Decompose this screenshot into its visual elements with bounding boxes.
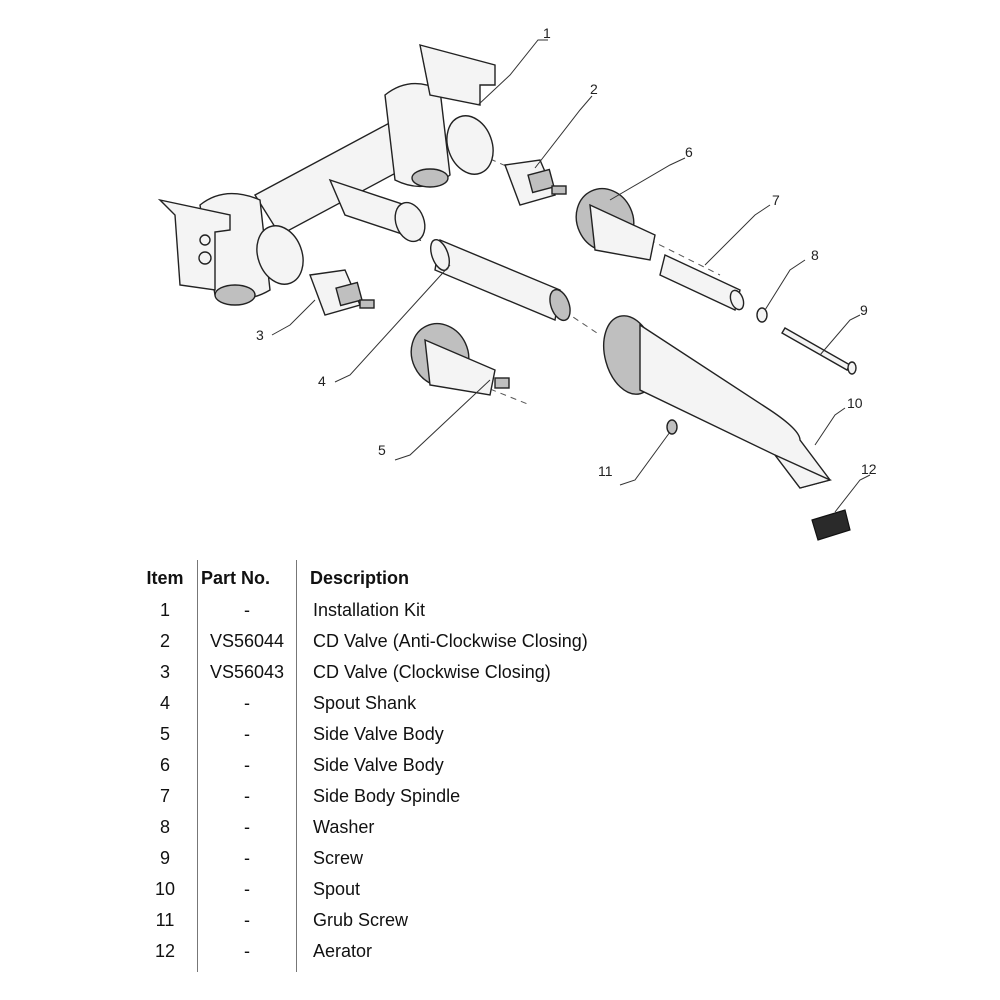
cell-part-no: - [244,755,250,775]
table-row: 12 - Aerator [135,935,655,966]
callout-9: 9 [860,302,868,318]
callout-6: 6 [685,144,693,160]
washer-part [756,307,768,323]
callout-1: 1 [543,25,551,41]
table-row: 3 VS56043 CD Valve (Clockwise Closing) [135,656,655,687]
callout-5: 5 [378,442,386,458]
installation-kit-part [157,44,496,306]
cell-description: Side Valve Body [313,724,444,744]
side-body-spindle-part [659,254,745,311]
leader-line-10 [814,407,846,446]
exploded-view-diagram: 1 2 3 4 5 6 7 8 9 10 11 12 [157,25,877,541]
aerator-part [811,509,851,541]
cell-description: CD Valve (Clockwise Closing) [313,662,551,682]
cell-description: CD Valve (Anti-Clockwise Closing) [313,631,588,651]
cell-description: Grub Screw [313,910,409,930]
table-row: 2 VS56044 CD Valve (Anti-Clockwise Closi… [135,625,655,656]
cell-part-no: - [244,786,250,806]
grub-screw-part [666,419,678,435]
cell-description: Spout [313,879,361,899]
callout-11: 11 [598,463,613,479]
cell-part-no: VS56043 [209,662,285,682]
leader-line-3 [271,299,316,336]
cell-part-no: - [244,848,250,868]
cell-description: Side Valve Body [313,755,444,775]
callout-10: 10 [847,395,863,411]
cell-description: Side Body Spindle [313,786,461,806]
cell-item: 1 [159,600,170,620]
cell-part-no: - [244,600,250,620]
cell-part-no: - [244,693,250,713]
column-divider [296,560,297,972]
table-row: 11 - Grub Screw [135,904,655,935]
callout-8: 8 [811,247,819,263]
cell-item: 11 [155,910,175,930]
side-valve-body-upper-part [575,187,656,261]
table-row: 8 - Washer [135,811,655,842]
table-row: 5 - Side Valve Body [135,718,655,749]
cell-item: 9 [159,848,170,868]
table-header-row: Item Part No. Description [135,560,655,594]
cell-part-no: - [244,910,250,930]
cell-part-no: - [244,817,250,837]
leader-line-8 [764,259,806,311]
cell-description: Aerator [313,941,373,961]
header-description: Description [310,568,410,588]
table-row: 1 - Installation Kit [135,594,655,625]
cell-item: 8 [159,817,170,837]
callout-2: 2 [590,81,598,97]
cell-part-no: VS56044 [209,631,285,651]
cell-item: 4 [159,693,170,713]
cd-valve-clockwise-part [309,269,375,316]
parts-table: Item Part No. Description 1 - Installati… [135,560,655,972]
leader-line-11 [619,431,671,486]
cell-description: Washer [313,817,375,837]
cell-part-no: - [244,879,250,899]
cell-description: Spout Shank [313,693,417,713]
cell-item: 12 [154,941,176,961]
table-row: 4 - Spout Shank [135,687,655,718]
spout-part [603,315,833,489]
leader-line-2 [534,95,593,169]
leader-line-4 [334,264,451,383]
header-part-no: Part No. [201,568,271,588]
spout-shank-part [430,239,571,322]
callout-7: 7 [772,192,780,208]
cell-item: 10 [154,879,176,899]
cell-part-no: - [244,941,250,961]
column-divider [197,560,198,972]
cd-valve-anticlockwise-part [504,159,567,206]
leader-line-9 [819,314,861,356]
table-row: 7 - Side Body Spindle [135,780,655,811]
leader-line-5 [394,379,491,461]
cell-description: Installation Kit [313,600,426,620]
screw-part [781,327,857,375]
cell-item: 7 [159,786,170,806]
table-row: 9 - Screw [135,842,655,873]
cell-item: 3 [159,662,170,682]
callout-4: 4 [318,373,326,389]
cell-description: Screw [313,848,364,868]
leader-line-7 [704,204,771,266]
callout-12: 12 [861,461,877,477]
cell-item: 2 [159,631,170,651]
cell-item: 6 [159,755,170,775]
side-valve-body-lower-part [410,322,510,396]
header-item: Item [146,568,184,588]
callout-3: 3 [256,327,264,343]
table-row: 6 - Side Valve Body [135,749,655,780]
leader-line-6 [609,157,686,201]
cell-part-no: - [244,724,250,744]
cell-item: 5 [159,724,170,744]
table-row: 10 - Spout [135,873,655,904]
leader-line-12 [834,474,871,513]
leader-line-1 [477,39,548,106]
